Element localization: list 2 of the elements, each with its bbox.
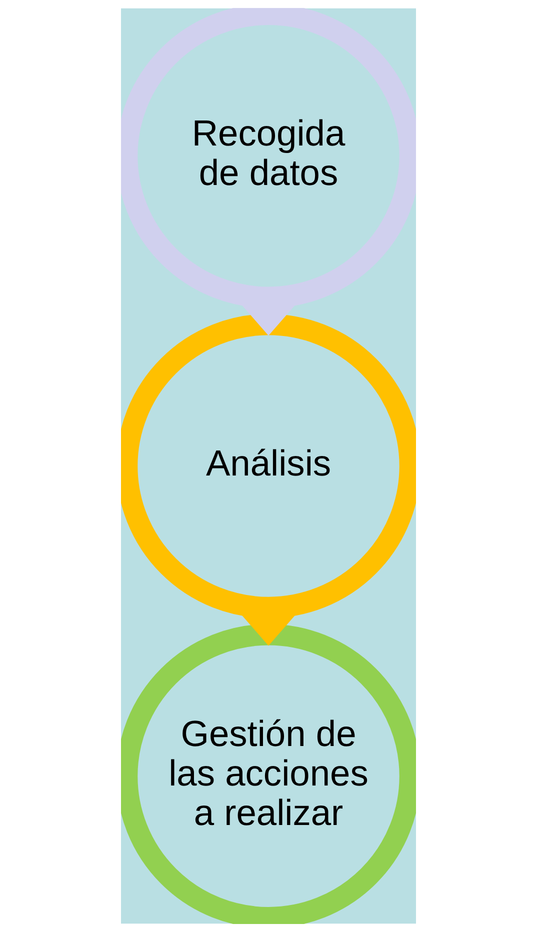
node-circle: Análisis (120, 314, 416, 618)
node-circle: Gestión de las acciones a realizar (120, 624, 416, 924)
